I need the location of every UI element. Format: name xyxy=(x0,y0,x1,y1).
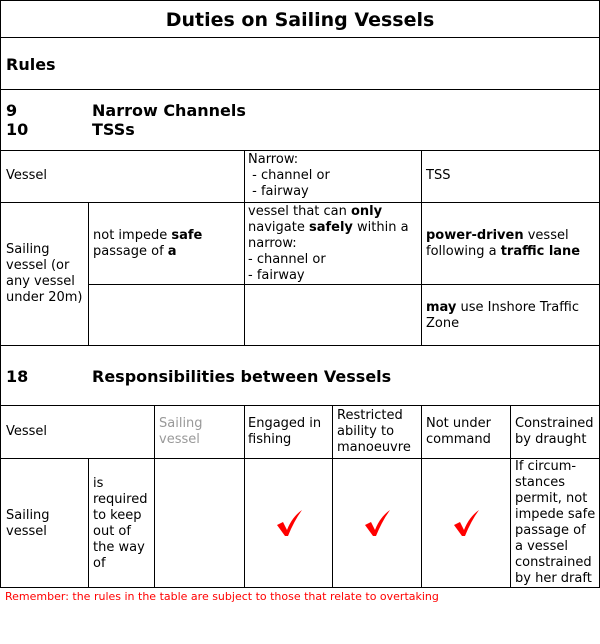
checkmark-icon xyxy=(277,510,302,536)
header-vessel: Vessel xyxy=(6,168,48,183)
header-tss: TSS xyxy=(426,168,451,183)
rule-name: Narrow Channels xyxy=(92,101,246,120)
checkmark-icon xyxy=(365,510,390,536)
rule-name: TSSs xyxy=(92,120,135,139)
rules-heading: Rules xyxy=(6,55,56,74)
rule-number: 18 xyxy=(6,367,29,386)
rule-number: 10 xyxy=(6,120,29,139)
footnote: Remember: the rules in the table are sub… xyxy=(5,590,439,603)
rule-number: 9 xyxy=(6,101,18,120)
checkmark-icon xyxy=(454,510,479,536)
page-title: Duties on Sailing Vessels xyxy=(165,9,435,31)
rule-name: Responsibilities between Vessels xyxy=(92,367,392,386)
header-vessel: Vessel xyxy=(6,424,48,439)
